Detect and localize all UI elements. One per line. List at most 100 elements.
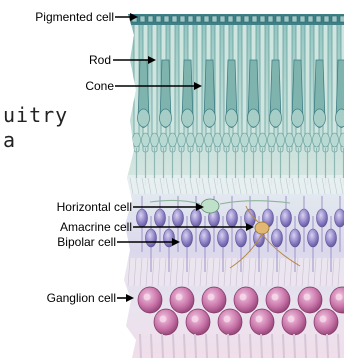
rod-nucleus [160,133,168,147]
pigment-granule [148,16,153,22]
pigment-granule [276,16,281,22]
pigment-granule [156,16,161,22]
ganglion-nucleus [144,294,151,301]
axon-fiber [305,334,306,358]
pigment-granule [292,16,297,22]
rod-nucleus [133,133,141,147]
ganglion-cell [234,287,258,313]
ganglion-cell [282,309,306,335]
bipolar-cell [146,229,157,247]
axon-fiber [272,334,273,358]
axon-fiber [250,334,251,358]
pigment-granule [212,16,217,22]
cone-nucleus [270,109,282,127]
cone-nucleus [226,109,238,127]
pigment-granule [196,16,201,22]
pigment-granule [324,16,329,22]
axon-fiber [239,334,240,358]
bipolar-cell [191,209,202,227]
pigment-granule [204,16,209,22]
bipolar-cell [317,209,328,227]
pigment-granules [132,16,344,22]
pigment-granule [268,16,273,22]
axon-fiber [327,334,328,358]
bipolar-cell [290,229,301,247]
ganglion-nucleus [240,294,247,301]
ganglion-nucleus [288,316,295,323]
axon-fiber [195,334,196,358]
axon-fiber [316,334,317,358]
ganglion-nucleus [256,316,263,323]
axon-fiber [228,334,229,358]
bipolar-cell [308,229,319,247]
label-rod: Rod [89,53,111,67]
ganglion-cell [170,287,194,313]
rod-nucleus [304,133,312,147]
rod-nucleus [205,133,213,147]
rod-nucleus [241,133,249,147]
pigment-granule [316,16,321,22]
rod-nucleus [313,133,321,147]
label-pigmented-cell: Pigmented cell [35,10,114,24]
rod-nucleus [178,133,186,147]
rod-nucleus [196,133,204,147]
axon-fiber [217,334,218,358]
pigment-granule [180,16,185,22]
pigment-granule [260,16,265,22]
pigment-granule [340,16,344,22]
cone-nucleus [204,109,216,127]
axon-fiber [206,334,207,358]
ganglion-nucleus [304,294,311,301]
pigment-granule [228,16,233,22]
cone-nucleus [138,109,150,127]
rod-nucleus [322,133,330,147]
pigment-granule [244,16,249,22]
ganglion-cell [154,309,178,335]
rod-nucleus [142,133,150,147]
ganglion-nucleus [272,294,279,301]
axon-fiber [338,334,339,358]
ganglion-nucleus [320,316,327,323]
pigment-granule [164,16,169,22]
bipolar-cell [218,229,229,247]
rod-nucleus [187,133,195,147]
amacrine-cell [255,222,269,234]
bipolar-cell [281,209,292,227]
label-amacrine-cell: Amacrine cell [60,220,132,234]
rod-nucleus [277,133,285,147]
bipolar-cell [272,229,283,247]
pigment-granule [300,16,305,22]
bipolar-cell [155,209,166,227]
rod-nucleus [214,133,222,147]
rod-nucleus [250,133,258,147]
cone-nucleus [292,109,304,127]
axon-fiber [261,334,262,358]
ganglion-cell [314,309,338,335]
cone-nucleus [314,109,326,127]
bipolar-cell [182,229,193,247]
pigment-granule [220,16,225,22]
ganglion-nucleus [208,294,215,301]
pigment-granule [284,16,289,22]
bipolar-cell [137,209,148,227]
ganglion-cell [138,287,162,313]
rod-nucleus [223,133,231,147]
rod-nucleus [268,133,276,147]
bipolar-cell [227,209,238,227]
axon-fiber [151,334,152,358]
axon-fiber [173,334,174,358]
bipolar-cell [299,209,310,227]
pigment-granule [236,16,241,22]
axon-fiber [162,334,163,358]
ganglion-nucleus [160,316,167,323]
pigment-granule [252,16,257,22]
ganglion-nucleus [224,316,231,323]
rod-nucleus [151,133,159,147]
pigment-granule [308,16,313,22]
ganglion-nucleus [192,316,199,323]
bipolar-cell [335,209,344,227]
ganglion-cell [186,309,210,335]
axon-fiber [283,334,284,358]
bipolar-cell [200,229,211,247]
axon-fiber [140,334,141,358]
